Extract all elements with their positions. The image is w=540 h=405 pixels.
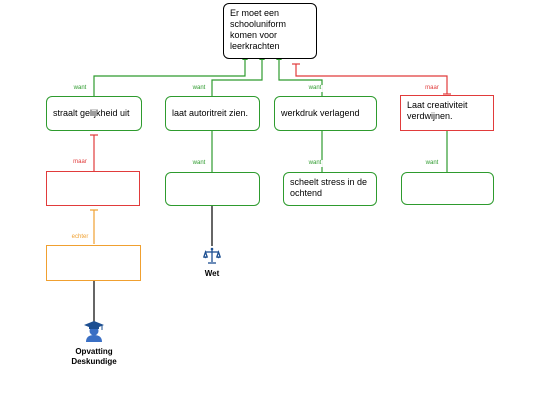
relation-label-authority-support: want (191, 160, 207, 167)
reason-box-workload[interactable]: werkdruk verlagend (274, 96, 377, 131)
source-label-law: Wet (204, 269, 220, 278)
rebuttal-box-empty[interactable] (46, 245, 141, 281)
relation-label-objection: maar (72, 159, 88, 166)
reason-box-creativity[interactable]: Laat creativiteit verdwijnen. (400, 95, 494, 131)
relation-label-reason-1: want (72, 85, 88, 92)
reason-text-equality: straalt gelijkheid uit (53, 108, 130, 118)
relation-label-rebuttal: echter (70, 234, 90, 241)
support-box-workload[interactable]: scheelt stress in de ochtend (283, 172, 377, 206)
relation-label-reason-3: want (307, 85, 323, 92)
main-claim-text: Er moet een schooluniform komen voor lee… (230, 8, 287, 51)
relation-label-creativity-support: want (424, 160, 440, 167)
relation-label-reason-2: want (191, 85, 207, 92)
objection-box-empty[interactable] (46, 171, 140, 206)
relation-label-reason-4: maar (424, 85, 440, 92)
relation-label-workload-support: want (307, 160, 323, 167)
reason-box-equality[interactable]: straalt gelijkheid uit (46, 96, 142, 131)
scales-icon (203, 247, 221, 264)
objection-connectors (90, 63, 451, 171)
reason-text-workload: werkdruk verlagend (281, 108, 360, 118)
support-box-creativity-empty[interactable] (401, 172, 494, 205)
source-label-expert: Opvatting Deskundige (71, 347, 117, 366)
graduate-icon (84, 321, 104, 342)
main-claim-box[interactable]: Er moet een schooluniform komen voor lee… (223, 3, 317, 59)
reason-box-authority[interactable]: laat autoritreit zien. (165, 96, 260, 131)
connector-reason-2 (211, 60, 263, 96)
connector-reason-4 (295, 64, 448, 94)
connector-reason-1 (93, 60, 246, 96)
rebuttal-connectors (90, 209, 98, 244)
support-connectors (93, 60, 448, 172)
support-workload-text: scheelt stress in de ochtend (290, 177, 368, 198)
source-lines (93, 206, 213, 322)
reason-text-creativity: Laat creativiteit verdwijnen. (407, 100, 468, 121)
support-box-authority-empty[interactable] (165, 172, 260, 206)
reason-text-authority: laat autoritreit zien. (172, 108, 249, 118)
